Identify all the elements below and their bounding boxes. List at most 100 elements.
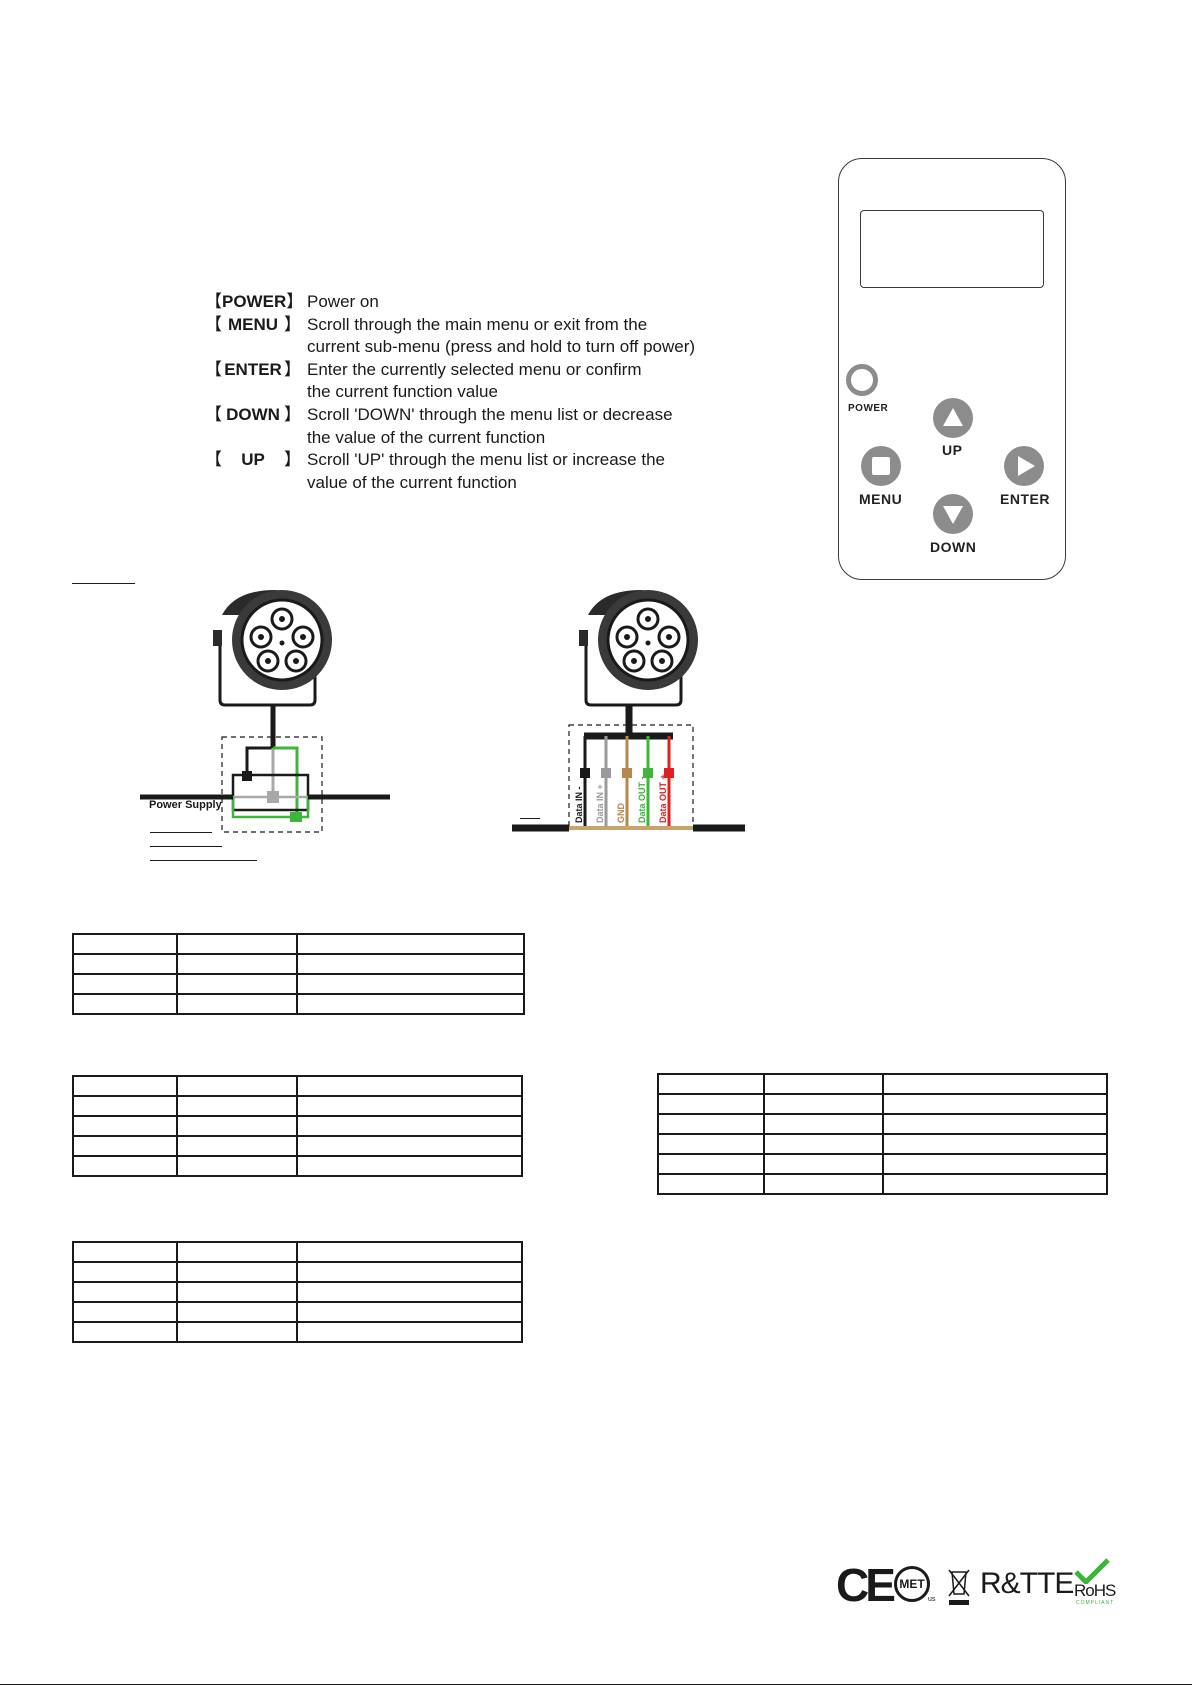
table-cell xyxy=(176,1135,298,1157)
table-cell xyxy=(72,1321,178,1343)
table-cell xyxy=(882,1133,1108,1155)
table-row xyxy=(72,1075,523,1097)
rtte-logo: R&TTE xyxy=(980,1567,1074,1600)
button-key-enter: 【ENTER】 xyxy=(205,359,301,379)
table-cell xyxy=(763,1073,884,1095)
table-cell xyxy=(657,1073,765,1095)
table-cell xyxy=(72,1115,178,1137)
control-panel-outline xyxy=(838,158,1066,580)
menu-button[interactable] xyxy=(861,446,901,486)
table-cell xyxy=(176,1115,298,1137)
table-cell xyxy=(176,1261,298,1283)
power-button[interactable] xyxy=(846,364,878,396)
table-cell xyxy=(763,1173,884,1195)
table-cell xyxy=(763,1133,884,1155)
table-cell xyxy=(296,1281,523,1303)
button-description-text: Scroll 'UP' through the menu list or inc… xyxy=(307,450,665,470)
weee-bin-icon xyxy=(948,1569,970,1605)
table-cell xyxy=(72,1281,178,1303)
table-cell xyxy=(72,1155,178,1177)
table-cell xyxy=(176,1321,298,1343)
wire-terminal xyxy=(580,768,590,778)
down-label: DOWN xyxy=(930,539,977,555)
table-cell xyxy=(296,1241,523,1263)
table-row xyxy=(72,1301,523,1323)
table-row xyxy=(657,1073,1108,1095)
table-cell xyxy=(296,1321,523,1343)
up-arrow-icon xyxy=(943,408,963,426)
table-cell xyxy=(296,1075,523,1097)
met-us-mark: us xyxy=(928,1596,936,1603)
table-cell xyxy=(296,1135,523,1157)
table-cell xyxy=(176,1301,298,1323)
up-button[interactable] xyxy=(933,398,973,438)
fixture-icon xyxy=(579,590,698,707)
table-row xyxy=(72,993,525,1015)
table-row xyxy=(72,1241,523,1263)
button-descriptions: 【POWER】Power on【MENU】Scroll through the … xyxy=(205,291,765,494)
table-row xyxy=(657,1113,1108,1135)
table-cell xyxy=(72,973,178,995)
table-row xyxy=(72,1261,523,1283)
table-cell xyxy=(882,1153,1108,1175)
note-underline-2 xyxy=(150,846,222,847)
table-row xyxy=(657,1153,1108,1175)
wire-label: Data IN + xyxy=(595,784,605,823)
rohs-compliant-text: COMPLIANT xyxy=(1076,1600,1115,1606)
power-wiring-diagram xyxy=(140,590,390,833)
table-4 xyxy=(657,1073,1108,1195)
table-cell xyxy=(296,1261,523,1283)
button-description-row: value of the current function xyxy=(205,472,765,495)
table-row xyxy=(72,1115,523,1137)
button-description-row: 【MENU】Scroll through the main menu or ex… xyxy=(205,314,765,337)
section-underline xyxy=(72,583,135,584)
table-cell xyxy=(72,993,178,1015)
play-arrow-icon xyxy=(1018,456,1035,476)
button-description-text: Enter the currently selected menu or con… xyxy=(307,359,642,379)
table-cell xyxy=(296,1301,523,1323)
table-row xyxy=(72,1095,523,1117)
note-underline-1 xyxy=(150,832,212,833)
table-cell xyxy=(657,1093,765,1115)
table-cell xyxy=(296,933,525,955)
table-cell xyxy=(882,1113,1108,1135)
table-cell xyxy=(176,973,298,995)
up-label: UP xyxy=(942,442,963,458)
table-row xyxy=(72,933,525,955)
button-description-text: Scroll through the main menu or exit fro… xyxy=(307,314,648,334)
button-description-text: the value of the current function xyxy=(307,427,546,447)
wire-label: GND xyxy=(616,803,626,824)
table-cell xyxy=(176,1075,298,1097)
certification-logos: CE MET c us R&TTE RoHS COMPLIANT xyxy=(836,1558,1136,1612)
table-cell xyxy=(296,973,525,995)
enter-button[interactable] xyxy=(1004,446,1044,486)
table-cell xyxy=(763,1093,884,1115)
button-key-up: 【UP】 xyxy=(205,450,301,470)
table-3 xyxy=(72,1241,523,1343)
down-arrow-icon xyxy=(943,506,963,524)
table-cell xyxy=(72,1241,178,1263)
table-row xyxy=(657,1133,1108,1155)
table-row xyxy=(72,953,525,975)
wire-label: Data IN - xyxy=(574,786,584,823)
table-cell xyxy=(882,1093,1108,1115)
ce-logo: CE xyxy=(836,1559,896,1611)
table-cell xyxy=(296,1155,523,1177)
down-button[interactable] xyxy=(933,494,973,534)
wire-label: Data OUT - xyxy=(637,776,647,823)
table-cell xyxy=(657,1133,765,1155)
table-cell xyxy=(176,993,298,1015)
table-cell xyxy=(176,1241,298,1263)
button-description-row: 【DOWN】Scroll 'DOWN' through the menu lis… xyxy=(205,404,765,427)
data-underline xyxy=(520,818,540,819)
button-description-row: current sub-menu (press and hold to turn… xyxy=(205,336,765,359)
table-cell xyxy=(72,1301,178,1323)
button-description-row: 【ENTER】 Enter the currently selected menu… xyxy=(205,359,765,382)
fixture-icon xyxy=(213,590,332,707)
table-cell xyxy=(763,1113,884,1135)
table-row xyxy=(72,1155,523,1177)
table-cell xyxy=(176,933,298,955)
wire-terminal xyxy=(643,768,653,778)
table-cell xyxy=(296,953,525,975)
